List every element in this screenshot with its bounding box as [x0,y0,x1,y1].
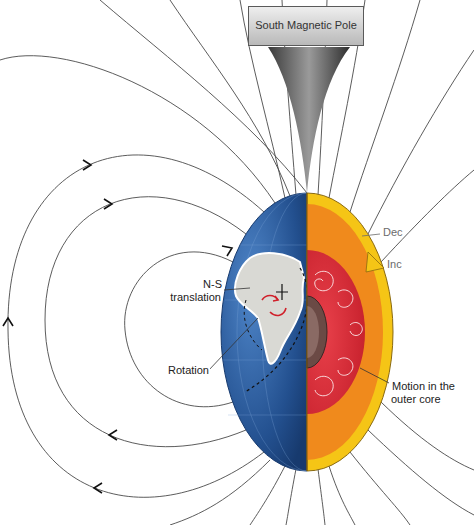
mantle-layer [307,204,383,460]
leader-line [208,318,258,371]
field-arrows [3,160,232,493]
leader-line [360,368,389,383]
part-label: Motion in the outer core [391,380,455,405]
label-holder: Dec [382,226,412,239]
translation-path [244,300,262,350]
inner-core [307,296,327,368]
outer-core [307,250,365,414]
leader-line [362,234,380,236]
angle-label: Inc [386,258,403,270]
label-holder: Motion in the outer core [391,380,469,406]
pole-label: South Magnetic Pole [255,19,357,32]
part-label: Rotation [167,364,210,376]
label-holder: Inc [386,258,416,271]
africa-landmass [235,253,304,364]
inner-core [307,306,319,358]
cut-line [307,193,308,471]
pole-label-box: South Magnetic Pole [248,6,364,46]
crust-layer [307,193,393,471]
angle-label: Dec [382,226,404,238]
label-holder: N-S translation [162,278,222,304]
center-mark [276,284,288,300]
label-holder: Rotation [160,364,210,377]
globe-surface [221,193,307,471]
part-label: N-S translation [170,278,222,303]
translation-path [245,268,308,392]
pole-pointer [268,47,350,193]
leader-line [224,288,250,290]
globe-grid [222,193,307,471]
direction-symbol [366,252,384,272]
